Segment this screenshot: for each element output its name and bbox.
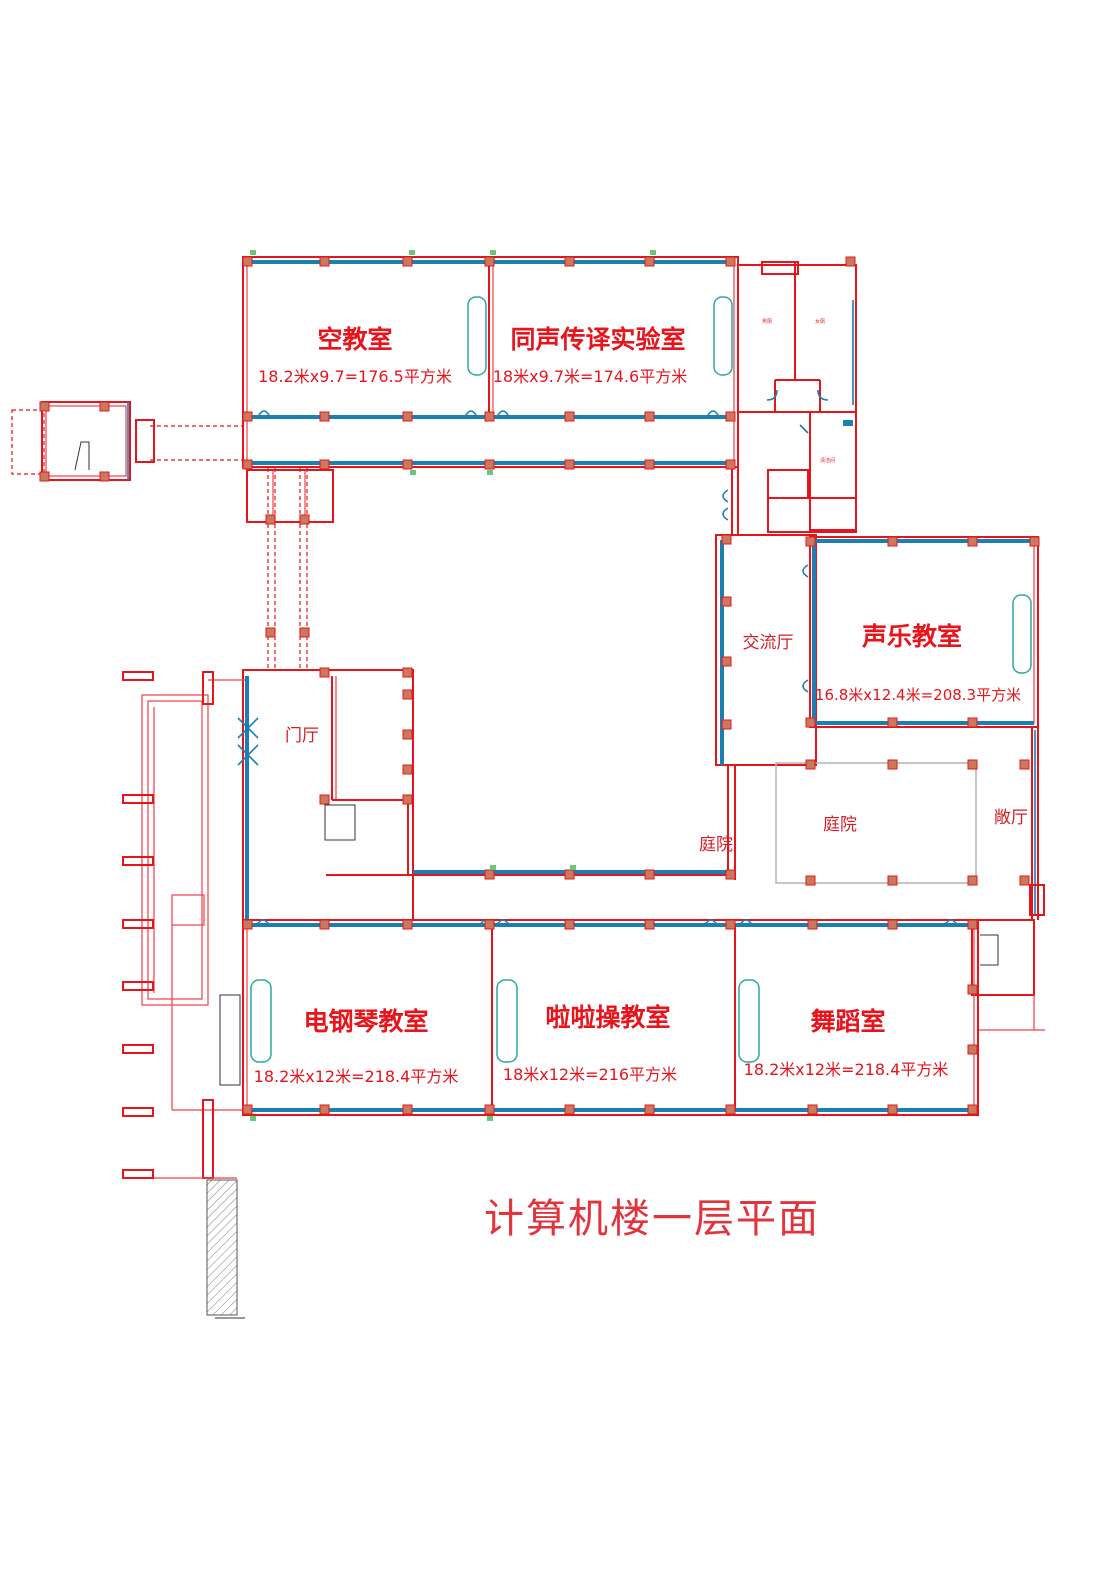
room-area-vocal-music: 16.8米x12.4米=208.3平方米 bbox=[815, 686, 1021, 704]
room-labels: 空教室 18.2米x9.7=176.5平方米 同声传译实验室 18米x9.7米=… bbox=[254, 325, 1021, 1086]
room-area-empty-classroom: 18.2米x9.7=176.5平方米 bbox=[258, 367, 452, 386]
left-long-annex bbox=[122, 671, 245, 1319]
room-area-dance: 18.2米x12米=218.4平方米 bbox=[744, 1060, 949, 1079]
lobby-block bbox=[237, 669, 736, 921]
outer-courtyard bbox=[775, 727, 1045, 1031]
room-name-electric-piano: 电钢琴教室 bbox=[303, 1007, 428, 1036]
toilet-block: 男厕 女厕 清洁间 bbox=[737, 261, 857, 533]
connector bbox=[246, 468, 334, 670]
label-men-toilet: 男厕 bbox=[762, 319, 772, 325]
room-area-electric-piano: 18.2米x12米=218.4平方米 bbox=[254, 1067, 459, 1086]
room-name-interpreting-lab: 同声传译实验室 bbox=[510, 325, 685, 354]
space-label-inner-courtyard: 庭院 bbox=[699, 835, 733, 855]
left-annex bbox=[11, 401, 243, 481]
space-label-exchange-hall: 交流厅 bbox=[743, 633, 794, 653]
room-area-interpreting-lab: 18米x9.7米=174.6平方米 bbox=[493, 367, 688, 386]
label-janitor: 清洁间 bbox=[820, 457, 835, 464]
bottom-wing bbox=[242, 919, 979, 1116]
columns bbox=[39, 250, 1040, 1121]
room-area-cheerleading: 18米x12米=216平方米 bbox=[503, 1065, 677, 1084]
room-name-dance: 舞蹈室 bbox=[810, 1007, 885, 1036]
room-name-empty-classroom: 空教室 bbox=[317, 325, 392, 354]
label-women-toilet: 女厕 bbox=[815, 318, 825, 325]
room-name-vocal-music: 声乐教室 bbox=[862, 622, 962, 651]
space-label-open-hall: 敞厅 bbox=[994, 808, 1028, 828]
top-wing bbox=[242, 256, 739, 468]
plan-title: 计算机楼一层平面 bbox=[484, 1196, 820, 1242]
space-label-lobby: 门厅 bbox=[285, 726, 319, 746]
vocal-room bbox=[802, 536, 1039, 728]
space-labels: 门厅 交流厅 庭院 庭院 敞厅 bbox=[285, 633, 1028, 855]
room-name-cheerleading: 啦啦操教室 bbox=[545, 1003, 670, 1032]
space-label-outer-courtyard: 庭院 bbox=[823, 815, 857, 835]
